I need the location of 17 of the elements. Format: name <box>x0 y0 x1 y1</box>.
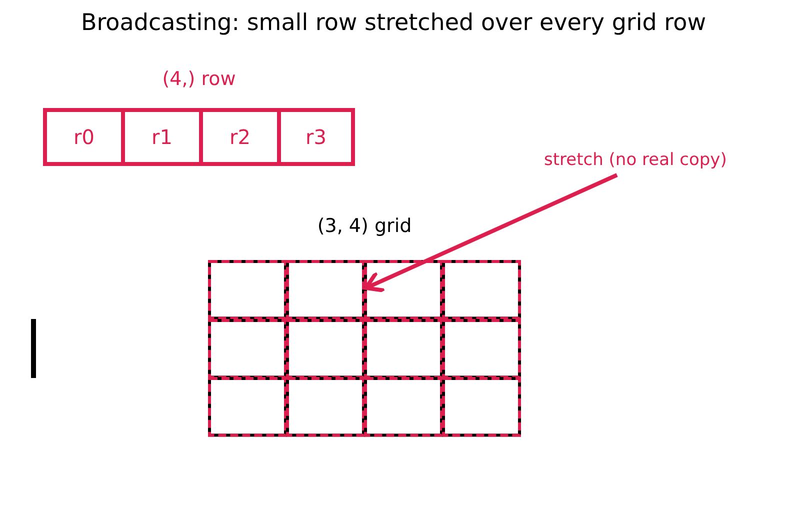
grid-cell <box>442 260 521 320</box>
grid-cell <box>364 377 443 438</box>
grid-cell <box>208 377 287 438</box>
grid-cell <box>364 318 443 378</box>
grid-cell <box>286 260 365 320</box>
caption-label: (4,) row <box>161 68 237 90</box>
arrow <box>364 173 618 293</box>
caption-label: (3, 4) grid <box>316 215 413 237</box>
grid-cell <box>208 318 287 378</box>
grid-cell <box>286 318 365 378</box>
grid-cell <box>442 318 521 378</box>
grid-cell <box>364 260 443 320</box>
grid-cell <box>286 377 365 438</box>
diagram-title: Broadcasting: small row stretched over every grid row <box>80 10 708 36</box>
annotation-text: stretch (no real copy) <box>544 150 727 170</box>
grid-cell <box>442 377 521 438</box>
grid-cell <box>208 260 287 320</box>
